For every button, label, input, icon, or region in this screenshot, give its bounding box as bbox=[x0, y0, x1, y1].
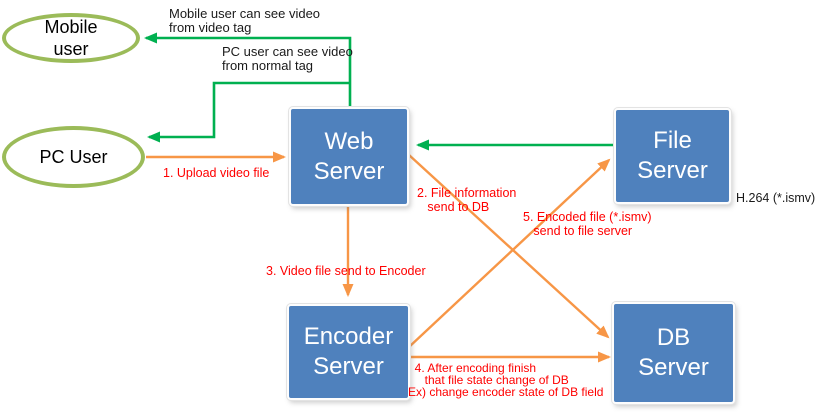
label-step3-send-encoder: 3. Video file send to Encoder bbox=[266, 264, 426, 278]
server-box-web: Web Server bbox=[289, 107, 409, 206]
server-box-encoder: Encoder Server bbox=[287, 304, 410, 400]
label-step4-encoding-finish: 4. After encoding finish that file state… bbox=[408, 361, 604, 399]
arrow-file-info-to-db bbox=[408, 154, 610, 339]
actor-mobile-user-label: Mobile user bbox=[44, 17, 98, 59]
server-box-db-label: DB Server bbox=[638, 324, 709, 381]
note-codec-format: H.264 (*.ismv) bbox=[736, 191, 816, 205]
label-step1-upload: 1. Upload video file bbox=[163, 166, 270, 180]
label-step2-file-info: 2. File information send to DB bbox=[417, 186, 517, 214]
label-step5-encoded-file: 5. Encoded file (*.ismv) send to file se… bbox=[523, 210, 652, 238]
server-box-web-label: Web Server bbox=[313, 127, 385, 185]
note-mobile-video-tag: Mobile user can see video from video tag bbox=[169, 6, 321, 35]
actor-pc-user: PC User bbox=[2, 126, 145, 188]
actor-mobile-user: Mobile user bbox=[2, 13, 140, 63]
note-pc-normal-tag: PC user can see video from normal tag bbox=[222, 44, 353, 73]
arrow-webserver-to-pc-user bbox=[147, 81, 350, 143]
arrow-webserver-to-mobile-user bbox=[144, 32, 352, 108]
arrow-encoded-file-to-fileserver bbox=[408, 158, 611, 348]
actor-pc-user-label: PC User bbox=[39, 147, 108, 167]
server-box-file-label: File Server bbox=[637, 127, 708, 184]
server-box-encoder-label: Encoder Server bbox=[303, 323, 394, 380]
server-box-db: DB Server bbox=[612, 302, 735, 404]
server-box-file: File Server bbox=[614, 108, 731, 204]
